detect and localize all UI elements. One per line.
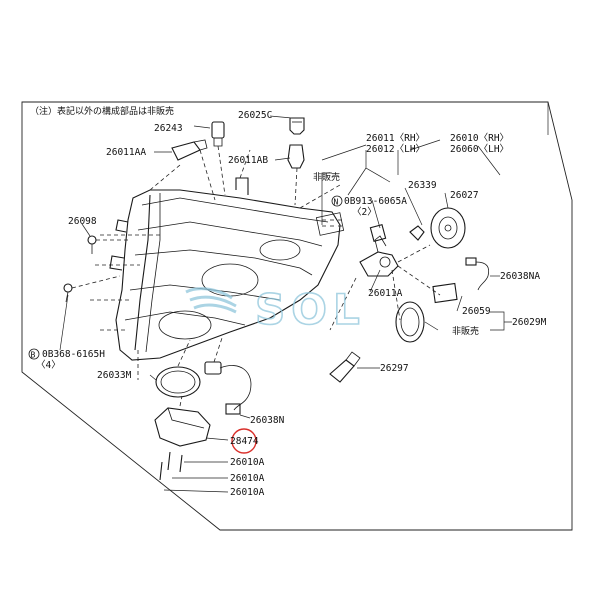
label-26033m: 26033M [97,370,132,381]
dash-screws [71,239,128,289]
dash-26243 [217,145,226,196]
label-hihanbai-top: 非販売 [313,171,340,183]
label-26339: 26339 [408,180,437,191]
leader-0b368 [59,294,69,351]
label-26038na: 26038NA [500,271,540,282]
dust-cover-26029m [395,301,425,343]
leader-26029m-cover [424,321,439,331]
bolt-0b368 [63,283,73,303]
clip-0b913 [369,224,387,242]
leader-26033m [149,374,157,381]
leader-26027 [444,192,449,209]
label-26038n: 26038N [250,415,285,426]
connector-26339 [409,225,425,241]
label-26010a-1: 26010A [230,457,265,468]
label-0b913-qty: 〈2〉 [352,207,377,218]
label-26025c: 26025C [238,110,272,121]
bracket-hihanbai [321,172,332,225]
screw-26098 [87,235,97,254]
label-26243: 26243 [154,123,183,134]
label-hihanbai-bottom: 非販売 [452,325,479,337]
leader-26010 [409,139,501,176]
bulb-shield-26059 [432,282,458,304]
leader-26011a [369,269,381,293]
circle-n-letter: N [334,198,339,207]
leader-26011-group [321,144,399,196]
label-26010a-2: 26010A [230,473,265,484]
leader-26243 [193,125,211,129]
label-26297: 26297 [380,363,409,374]
label-26027: 26027 [450,190,479,201]
label-0b913: 0B913-6065A [344,196,407,207]
leader-26059 [456,295,463,312]
label-26011aa: 26011AA [106,147,146,158]
bulb-26011ab [287,144,305,169]
leader-26010a [163,461,229,493]
watermark-text: SOL [255,285,366,334]
bracket-26029m [490,311,512,331]
label-26098: 26098 [68,216,97,227]
housing-dashes [90,234,160,380]
dust-cap-26027 [430,207,466,249]
circle-b-letter: B [31,351,36,360]
socket-26025c [289,117,305,135]
label-26059: 26059 [462,306,491,317]
label-0b368-qty: 〈4〉 [36,360,61,371]
gasket-26033m [155,366,201,398]
dash-26011ab [294,167,298,206]
label-26011: 26011〈RH〉 [366,133,425,144]
dash-26011aa [199,149,216,201]
leader-28474 [205,437,229,441]
screws-26010a [159,451,183,481]
leader-0b913 [371,199,381,229]
label-28474: 28474 [230,436,259,447]
highlight-circle [231,428,257,454]
label-26060: 26060〈LH〉 [450,144,509,155]
leader-26038n [239,414,251,419]
label-26029m: 26029M [512,317,547,328]
dash-bottom [177,337,223,407]
leader-26098 [81,223,91,237]
circle-b-marker [28,348,40,360]
ballast-28474 [154,407,211,447]
label-26011a: 26011A [368,288,403,299]
label-26010a-3: 26010A [230,487,265,498]
label-0b368: 0B368-6165H [42,349,105,360]
harness-26038na [465,257,490,291]
circle-n-marker [331,195,343,207]
connector-26038n [204,361,252,415]
bulb-26297 [329,351,361,383]
label-26012: 26012〈LH〉 [366,144,425,155]
leader-26339 [404,187,423,226]
leader-26025c [269,115,293,119]
label-26011ab: 26011AB [228,155,268,166]
label-26010: 26010〈RH〉 [450,133,509,144]
note-text: （注）表記以外の構成部品は非販売 [30,105,174,117]
housing-dashes-top [149,149,341,209]
watermark-logo: SOL [185,284,366,335]
leader-26011ab [274,157,291,161]
bulb-26243 [211,121,225,147]
